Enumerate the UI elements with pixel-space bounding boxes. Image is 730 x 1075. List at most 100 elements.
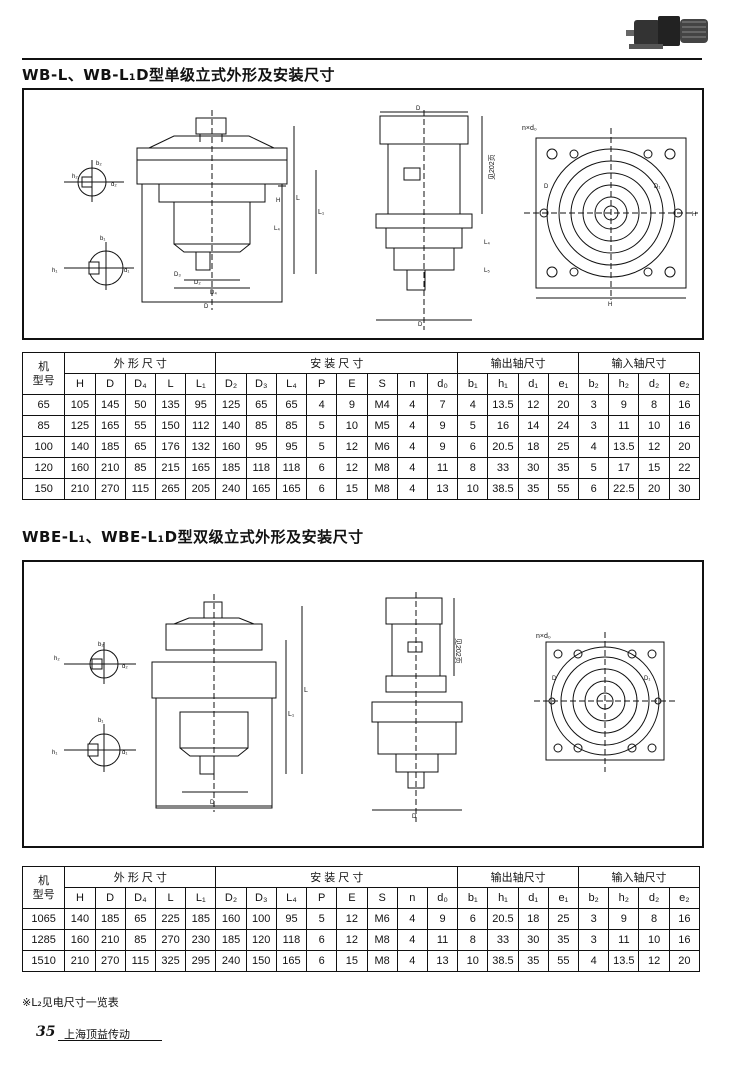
column-header: L₁: [185, 373, 217, 395]
model-cell: 85: [21, 415, 66, 437]
svg-text:L: L: [304, 687, 308, 694]
svg-text:L₄: L₄: [484, 240, 490, 246]
column-header: d₀: [426, 887, 459, 909]
motor-view: 见202页 D D L₄ L₅: [375, 106, 496, 330]
column-header: H: [64, 373, 96, 395]
svg-text:d₁: d₁: [122, 750, 127, 756]
value-cell: 11: [608, 929, 640, 951]
value-cell: 4: [457, 394, 489, 416]
value-cell: 176: [154, 436, 187, 458]
svg-text:D: D: [544, 184, 549, 190]
column-header: L: [154, 373, 187, 395]
value-cell: 11: [426, 457, 459, 479]
svg-text:h₂: h₂: [72, 174, 78, 180]
company-name: 上海顶益传动: [64, 1028, 130, 1041]
flange-view: n×d₀ D D₁ H H: [522, 125, 705, 308]
install-header: 安 装 尺 寸: [215, 866, 459, 888]
value-cell: 185: [94, 436, 126, 458]
model-cell: 1285: [21, 929, 66, 951]
column-header: L₁: [185, 887, 217, 909]
column-header: D₂: [215, 887, 247, 909]
value-cell: 185: [215, 457, 247, 479]
value-cell: 38.5: [487, 478, 519, 500]
output-shaft-section: b₁ d₁ h₁: [52, 718, 136, 772]
value-cell: 4: [396, 929, 428, 951]
single-stage-drawing: b₂ d₂ h₂ b₁ d₁ h₁: [52, 106, 705, 330]
model-cell: 1510: [21, 950, 66, 972]
model-header: 机 型号: [21, 352, 66, 395]
value-cell: 205: [185, 478, 217, 500]
svg-text:H: H: [276, 198, 280, 204]
value-cell: 85: [245, 415, 277, 437]
value-cell: 5: [457, 415, 489, 437]
value-cell: 65: [275, 394, 308, 416]
svg-text:D: D: [552, 676, 557, 682]
value-cell: 16: [668, 908, 701, 930]
column-header: d₁: [517, 887, 549, 909]
value-cell: 240: [215, 950, 247, 972]
value-cell: 230: [185, 929, 217, 951]
value-cell: 3: [578, 415, 610, 437]
value-cell: 12: [336, 929, 368, 951]
value-cell: 9: [426, 908, 459, 930]
value-cell: 95: [185, 394, 217, 416]
value-cell: 22: [668, 457, 701, 479]
value-cell: 35: [547, 929, 580, 951]
value-cell: M6: [366, 908, 398, 930]
value-cell: 140: [64, 908, 96, 930]
svg-text:h₂: h₂: [54, 656, 60, 662]
value-cell: 12: [336, 436, 368, 458]
column-header: L: [154, 887, 187, 909]
input-shaft-header: 输入轴尺寸: [578, 866, 700, 888]
value-cell: 185: [185, 908, 217, 930]
value-cell: 9: [426, 436, 459, 458]
column-header: d₂: [638, 373, 670, 395]
column-header: n: [396, 373, 428, 395]
column-header: h₂: [608, 373, 640, 395]
value-cell: 12: [638, 436, 670, 458]
value-cell: 65: [124, 436, 156, 458]
value-cell: 11: [608, 415, 640, 437]
value-cell: M6: [366, 436, 398, 458]
value-cell: 11: [426, 929, 459, 951]
value-cell: 4: [578, 436, 610, 458]
value-cell: 4: [396, 394, 428, 416]
value-cell: 25: [547, 908, 580, 930]
svg-text:b₁: b₁: [100, 236, 105, 242]
value-cell: 150: [245, 950, 277, 972]
svg-text:b₂: b₂: [98, 642, 104, 648]
svg-text:L: L: [296, 195, 300, 202]
value-cell: 8: [638, 394, 670, 416]
column-header: H: [64, 887, 96, 909]
column-header: d₁: [517, 373, 549, 395]
value-cell: 15: [336, 950, 368, 972]
value-cell: 13.5: [487, 394, 519, 416]
svg-text:D: D: [204, 304, 209, 310]
output-shaft-header: 输出轴尺寸: [457, 352, 580, 374]
svg-text:d₂: d₂: [122, 664, 128, 670]
model-cell: 65: [21, 394, 66, 416]
svg-text:d₂: d₂: [111, 182, 117, 188]
value-cell: 160: [215, 436, 247, 458]
value-cell: 20: [547, 394, 580, 416]
value-cell: 120: [245, 929, 277, 951]
value-cell: 4: [396, 457, 428, 479]
flange-view: n×d₀ D D₁: [534, 632, 676, 772]
value-cell: 30: [668, 478, 701, 500]
value-cell: 3: [578, 394, 610, 416]
value-cell: 20: [668, 436, 701, 458]
column-header: h₂: [608, 887, 640, 909]
install-header: 安 装 尺 寸: [215, 352, 459, 374]
value-cell: 95: [275, 908, 308, 930]
value-cell: 6: [578, 478, 610, 500]
svg-text:L₄: L₄: [274, 226, 280, 232]
column-header: D₄: [124, 373, 156, 395]
value-cell: 12: [336, 457, 368, 479]
svg-text:D₂: D₂: [194, 280, 201, 286]
value-cell: 185: [215, 929, 247, 951]
value-cell: 85: [124, 929, 156, 951]
